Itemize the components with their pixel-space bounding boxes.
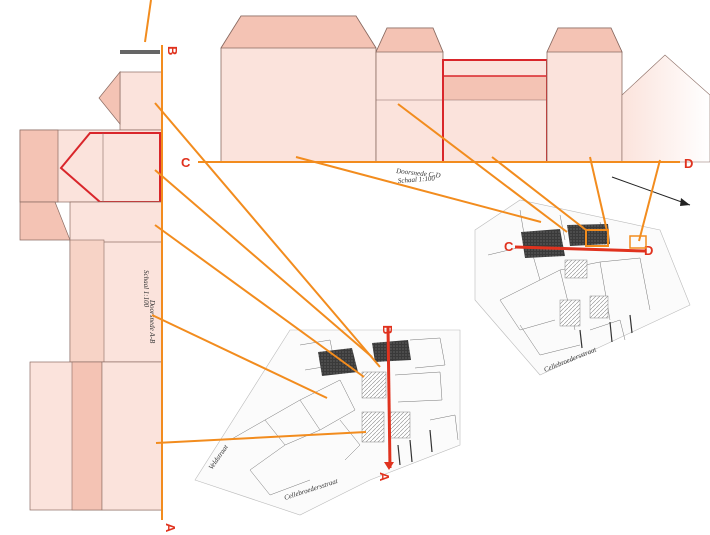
highlight-frame-ab	[59, 132, 161, 203]
scale-ab: Schaal 1:100	[142, 270, 150, 308]
map-left-outline	[194, 329, 461, 516]
elevation-cd: C D Doorsnede C-D Schaal 1:100	[181, 15, 710, 206]
connector-line	[154, 169, 373, 358]
caption-ab: Doorsnede A-B	[148, 299, 156, 344]
map-label-c: C	[504, 239, 514, 254]
map-left: Veldstraat Cellebroedersstraat B A	[194, 325, 461, 516]
connector-line	[491, 156, 587, 231]
connector-line	[589, 156, 608, 232]
scale-cd: Schaal 1:100	[398, 174, 436, 185]
map-label-b: B	[380, 325, 395, 334]
left-building-top	[119, 71, 163, 131]
building-left-roof	[220, 15, 377, 49]
map-label-a: A	[377, 472, 392, 482]
building-far-right	[621, 54, 710, 163]
connector-line	[397, 103, 568, 233]
label-d: D	[684, 156, 693, 171]
label-b-top: B	[165, 46, 180, 55]
building-right-roof	[546, 27, 623, 53]
section-line-ab-map	[386, 326, 392, 469]
connector-line	[154, 102, 381, 368]
map-left-dark-block	[318, 348, 358, 376]
map-right: Cellebroedersstraat C D	[474, 199, 691, 376]
map-label-d: D	[644, 243, 653, 258]
map-right-dark-block	[521, 229, 565, 258]
section-line-cd-map	[514, 245, 646, 253]
connector-line	[295, 156, 542, 223]
building-mid-roof	[375, 27, 444, 53]
label-c: C	[181, 155, 191, 170]
connector-line	[155, 431, 367, 444]
connector-lines	[151, 102, 661, 444]
label-a-bottom: A	[163, 523, 178, 533]
elevation-ab: B A Doorsnede A-B Schaal 1:100	[19, 0, 180, 533]
connector-line	[151, 314, 328, 399]
connector-line	[638, 159, 661, 242]
connector-line	[154, 224, 365, 378]
